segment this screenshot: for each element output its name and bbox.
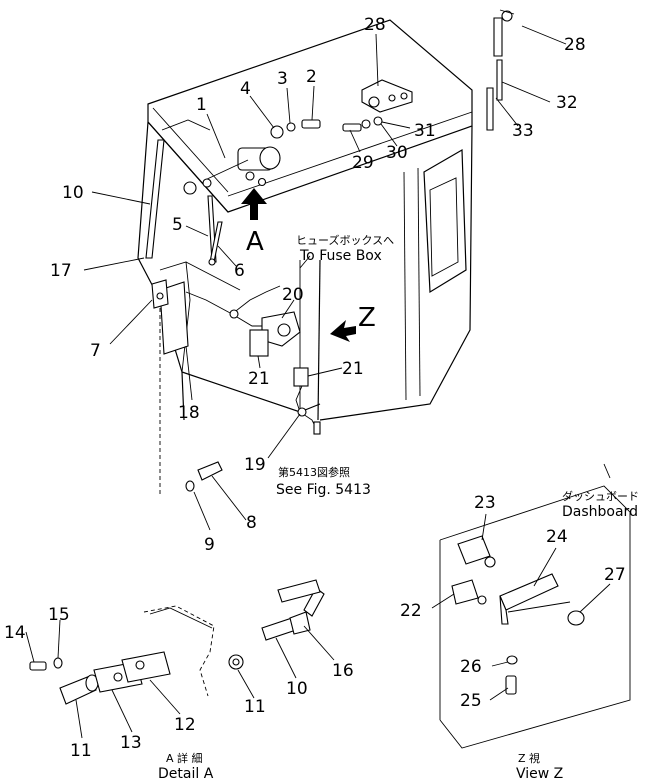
part-label-14: 14 [4,623,26,643]
wiper-motor-assembly [183,146,281,195]
part-label-28-top: 28 [364,15,386,35]
part-label-26: 26 [460,657,482,677]
part-label-17: 17 [50,261,72,281]
part-label-27: 27 [604,565,626,585]
part-label-13: 13 [120,733,142,753]
part-label-33: 33 [512,121,534,141]
fuse-box-label-en: To Fuse Box [299,248,382,264]
part-labels: 1 2 3 4 28 28 32 33 31 30 29 10 5 6 17 7… [4,15,626,761]
part-label-3: 3 [277,69,288,89]
captions: A Z ヒューズボックスへ To Fuse Box 第5413図参照 See F… [158,227,639,782]
dashboard-label-en: Dashboard [562,504,638,520]
part-label-5: 5 [172,215,183,235]
part-label-12: 12 [174,715,196,735]
bracket-32-33 [486,9,515,131]
part-label-21-left: 21 [248,369,270,389]
part-label-15: 15 [48,605,70,625]
part-label-29: 29 [352,153,374,173]
part-label-31: 31 [414,121,436,141]
view-z-letter: Z [358,303,376,333]
view-z-label-jp: Z 視 [518,751,540,765]
part-label-20: 20 [282,285,304,305]
part-label-21-right: 21 [342,359,364,379]
dashboard-label-jp: ダッシュボード [562,489,639,503]
bolt-29-washers-30-31 [342,116,383,132]
view-z-label-en: View Z [516,766,563,782]
bracket-28-top [361,79,413,113]
part-label-10-cab: 10 [62,183,84,203]
part-label-32: 32 [556,93,578,113]
part-label-19: 19 [244,455,266,475]
leader-lines [25,25,611,739]
see-fig-label-en: See Fig. 5413 [276,482,371,498]
detail-a-label-en: Detail A [158,766,214,782]
view-z [439,485,631,749]
part-label-11-nut: 11 [244,697,266,717]
view-a-arrow [241,188,267,220]
part-label-4: 4 [240,79,251,99]
part-label-1: 1 [196,95,207,115]
detail-a [29,579,325,705]
part-label-11-bushing: 11 [70,741,92,761]
part-label-22: 22 [400,601,422,621]
part-label-9: 9 [204,535,215,555]
part-label-23: 23 [474,493,496,513]
part-label-25: 25 [460,691,482,711]
part-label-10-detail: 10 [286,679,308,699]
bolt-washer-nut-2-3-4 [270,119,321,139]
detail-a-label-jp: A 詳 細 [166,751,203,765]
part-label-7: 7 [90,341,101,361]
cab-outline [137,19,473,421]
part-label-28-right: 28 [564,35,586,55]
part-label-24: 24 [546,527,568,547]
view-a-letter: A [246,227,264,257]
part-label-6: 6 [234,261,245,281]
bolt-8-washer-9 [185,461,223,492]
part-label-30: 30 [386,143,408,163]
part-label-8: 8 [246,513,257,533]
fuse-box-label-jp: ヒューズボックスへ [296,233,394,247]
part-label-2: 2 [306,67,317,87]
part-label-16: 16 [332,661,354,681]
part-label-18: 18 [178,403,200,423]
see-fig-label-jp: 第5413図参照 [278,465,350,479]
harness-and-rods [145,119,321,496]
view-z-arrow [330,320,356,342]
